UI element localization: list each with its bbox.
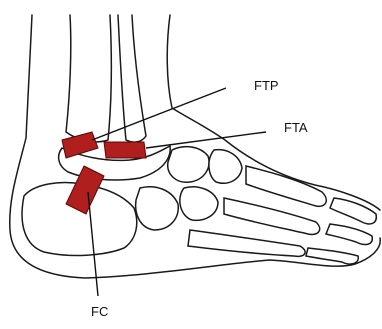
ftp-leader-line <box>92 88 226 140</box>
fta-label: FTA <box>284 120 308 135</box>
cuboid-bone <box>136 187 179 230</box>
ftp-label: FTP <box>254 78 279 93</box>
fibula-bone <box>118 15 146 142</box>
toe-bone <box>326 224 372 244</box>
toe-bone <box>306 248 358 264</box>
fta-ligament <box>104 142 146 158</box>
navicular-bone <box>168 147 209 183</box>
metatarsal-bone <box>188 230 305 256</box>
fta-leader-line <box>146 132 266 148</box>
toe-bone <box>330 198 376 224</box>
fc-label: FC <box>91 304 108 319</box>
tibia-bone <box>66 15 111 142</box>
metatarsal-bone <box>246 166 326 206</box>
cuneiform-bone <box>209 150 242 184</box>
ftp-ligament <box>62 132 98 158</box>
cuneiform-bone <box>180 187 218 221</box>
